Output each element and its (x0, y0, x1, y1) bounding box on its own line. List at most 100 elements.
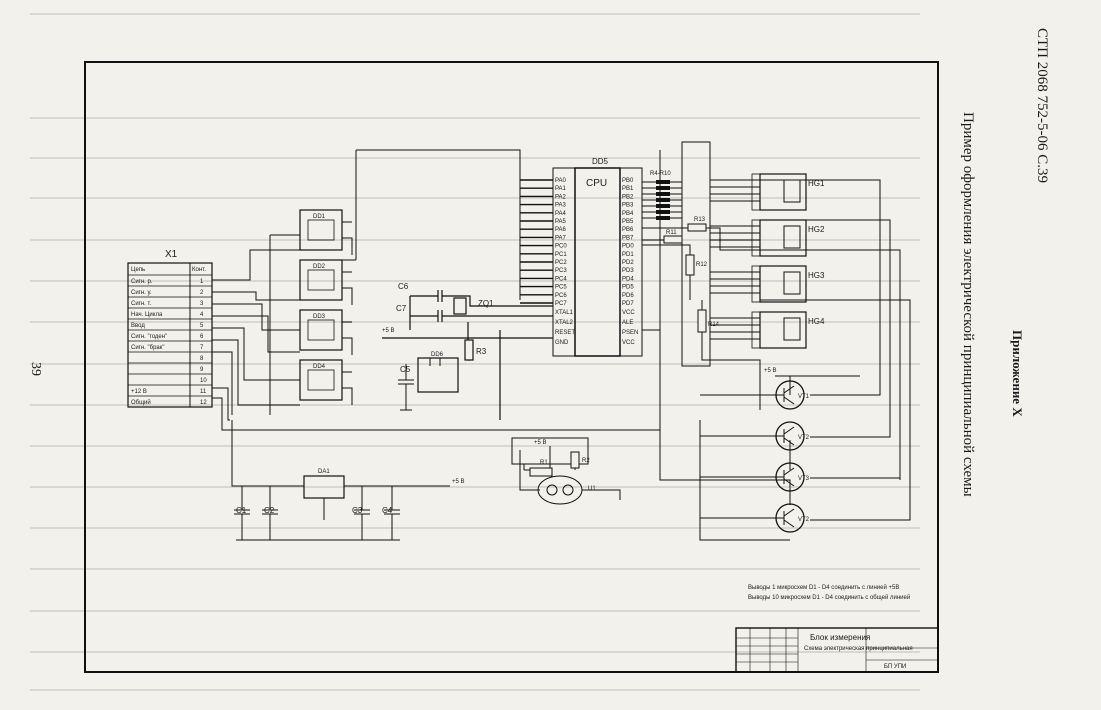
connector-pin-9: 9 (200, 367, 204, 373)
cpu-pin-pa4: PA4 (555, 211, 567, 217)
background-text-lines (30, 13, 920, 691)
cpu-pin-pb3: PB3 (622, 203, 634, 209)
digit-segment (783, 271, 801, 295)
rom-dd6: DD6 C5 (398, 352, 459, 411)
cpu-pin-pc4: PC4 (555, 276, 567, 282)
connector-pin-6: 6 (200, 334, 204, 340)
resistor-r13: R13 (694, 217, 706, 223)
cpu-pin-pd2: PD2 (622, 260, 634, 266)
cpu-pin-pa0: PA0 (555, 178, 567, 184)
crystal-zq1: ZQ1 (478, 299, 494, 308)
cpu-pin-pa1: PA1 (555, 186, 567, 192)
optocoupler-ref-dd4: DD4 (313, 364, 326, 370)
connector-signal-7: Сигн. "брак" (131, 345, 165, 351)
connector-pin-4: 4 (200, 312, 204, 318)
resistor-r14: R14 (708, 322, 720, 328)
cap-c1: C1 (236, 506, 247, 515)
cpu-left-bus (300, 179, 553, 304)
sensor-r2: R2 (582, 458, 590, 464)
sensor-u1: U1 (588, 486, 596, 492)
cpu-pin-pa2: PA2 (555, 194, 567, 200)
cpu-pin-pc7: PC7 (555, 301, 567, 307)
power-label-reg: +5 В (452, 479, 465, 485)
optocoupler-ref-dd1: DD1 (313, 214, 326, 220)
connector-signal-5: Ввод (131, 323, 145, 329)
transistor-ref-0: VT1 (798, 394, 810, 400)
cpu-pin-pc0: PC0 (555, 244, 567, 250)
digit-ref-hg2: HG2 (808, 225, 825, 234)
connector-pin-11: 11 (200, 389, 207, 395)
digit-pins (751, 219, 761, 257)
optocoupler-inner (307, 219, 335, 241)
connector-signal-6: Сигн. "годен" (131, 334, 167, 340)
digit-hg3 (759, 265, 807, 303)
cpu-pin-pa6: PA6 (555, 227, 567, 233)
title-block-name: Блок измерения (810, 633, 870, 642)
optocoupler-ref-dd2: DD2 (313, 264, 326, 270)
connector-pin-10: 10 (200, 378, 207, 384)
sensor-r1: R1 (540, 460, 548, 466)
digit-pins (751, 173, 761, 211)
resistor-pack-element (656, 192, 670, 196)
cpu-pin-pb2: PB2 (622, 194, 634, 200)
digit-pins (751, 265, 761, 303)
connector-header-pin: Конт. (192, 267, 206, 273)
drawing-frame (84, 61, 939, 673)
cpu-pin-pc3: PC3 (555, 268, 567, 274)
title-block-org: БП УПИ (884, 664, 906, 670)
cpu-pin-pd6: PD6 (622, 293, 634, 299)
connector-pin-3: 3 (200, 301, 204, 307)
connector-pin-7: 7 (200, 345, 204, 351)
title-block: Блок измерения Схема электрическая принц… (735, 627, 939, 673)
cpu-pin-ctrl-reset: RESET (555, 330, 575, 336)
power-supply: DA1 +5 В C1 C2 C3 C4 (231, 420, 465, 541)
cpu-pin-pd1: PD1 (622, 252, 634, 258)
connector-wiring (212, 149, 661, 431)
cpu-pin-pa5: PA5 (555, 219, 567, 225)
cpu-pin-pc1: PC1 (555, 252, 567, 258)
cpu-pin-pb6: PB6 (622, 227, 634, 233)
cpu-dd5: DD5 CPU PA0PA1PA2PA3PA4PA5PA6PA7PC0PC1PC… (552, 157, 643, 357)
cpu-pin-ctrlr-psen: PSEN (622, 330, 638, 336)
cpu-pin-pc5: PC5 (555, 285, 567, 291)
connector-signal-1: Сигн. р. (131, 279, 153, 285)
digit-pins (751, 311, 761, 349)
connector-pin-12: 12 (200, 400, 207, 406)
connector-signal-4: Нач. Цикла (131, 312, 163, 318)
cpu-pin-ctrlr-vcc: VCC (622, 310, 635, 316)
appendix-heading: Приложение Х (1010, 330, 1025, 417)
optocoupler-inner (307, 369, 335, 391)
rom-ref: DD6 (431, 352, 444, 358)
resistor-pack: R4-R10 (642, 171, 682, 220)
cpu-pin-pb4: PB4 (622, 211, 634, 217)
optocoupler-wire (342, 271, 353, 305)
cpu-ref: DD5 (592, 157, 609, 166)
cap-c4: C4 (382, 506, 393, 515)
cpu-pin-pd5: PD5 (622, 285, 634, 291)
resistor-pack-element (656, 180, 670, 184)
optocoupler-wire (342, 371, 353, 405)
cpu-pin-ctrlr-vcc: VCC (622, 340, 635, 346)
resistor-r3: R3 (476, 347, 487, 356)
connector-signal-11: +12 В (131, 389, 147, 395)
optocoupler-dd1 (299, 209, 343, 251)
transistor-symbol (770, 467, 795, 487)
optical-sensor: +5 В R1 R2 U1 (511, 437, 621, 505)
oscillator: C6 C7 ZQ1 +5 В R3 (382, 282, 553, 420)
optocoupler-wire (342, 321, 353, 355)
cpu-pin-pb1: PB1 (622, 186, 634, 192)
digit-segment (783, 225, 801, 249)
connector-pin-5: 5 (200, 323, 204, 329)
connector-header-signal: Цепь (131, 267, 145, 273)
cpu-pin-pd4: PD4 (622, 276, 634, 282)
digit-hg2 (759, 219, 807, 257)
transistor-symbol (770, 385, 795, 405)
resistor-pack-element (656, 210, 670, 214)
digit-segment (783, 317, 801, 341)
power-label-cpu: +5 В (382, 328, 395, 334)
mid-resistors: R13 R11 R12 R14 (642, 217, 901, 505)
